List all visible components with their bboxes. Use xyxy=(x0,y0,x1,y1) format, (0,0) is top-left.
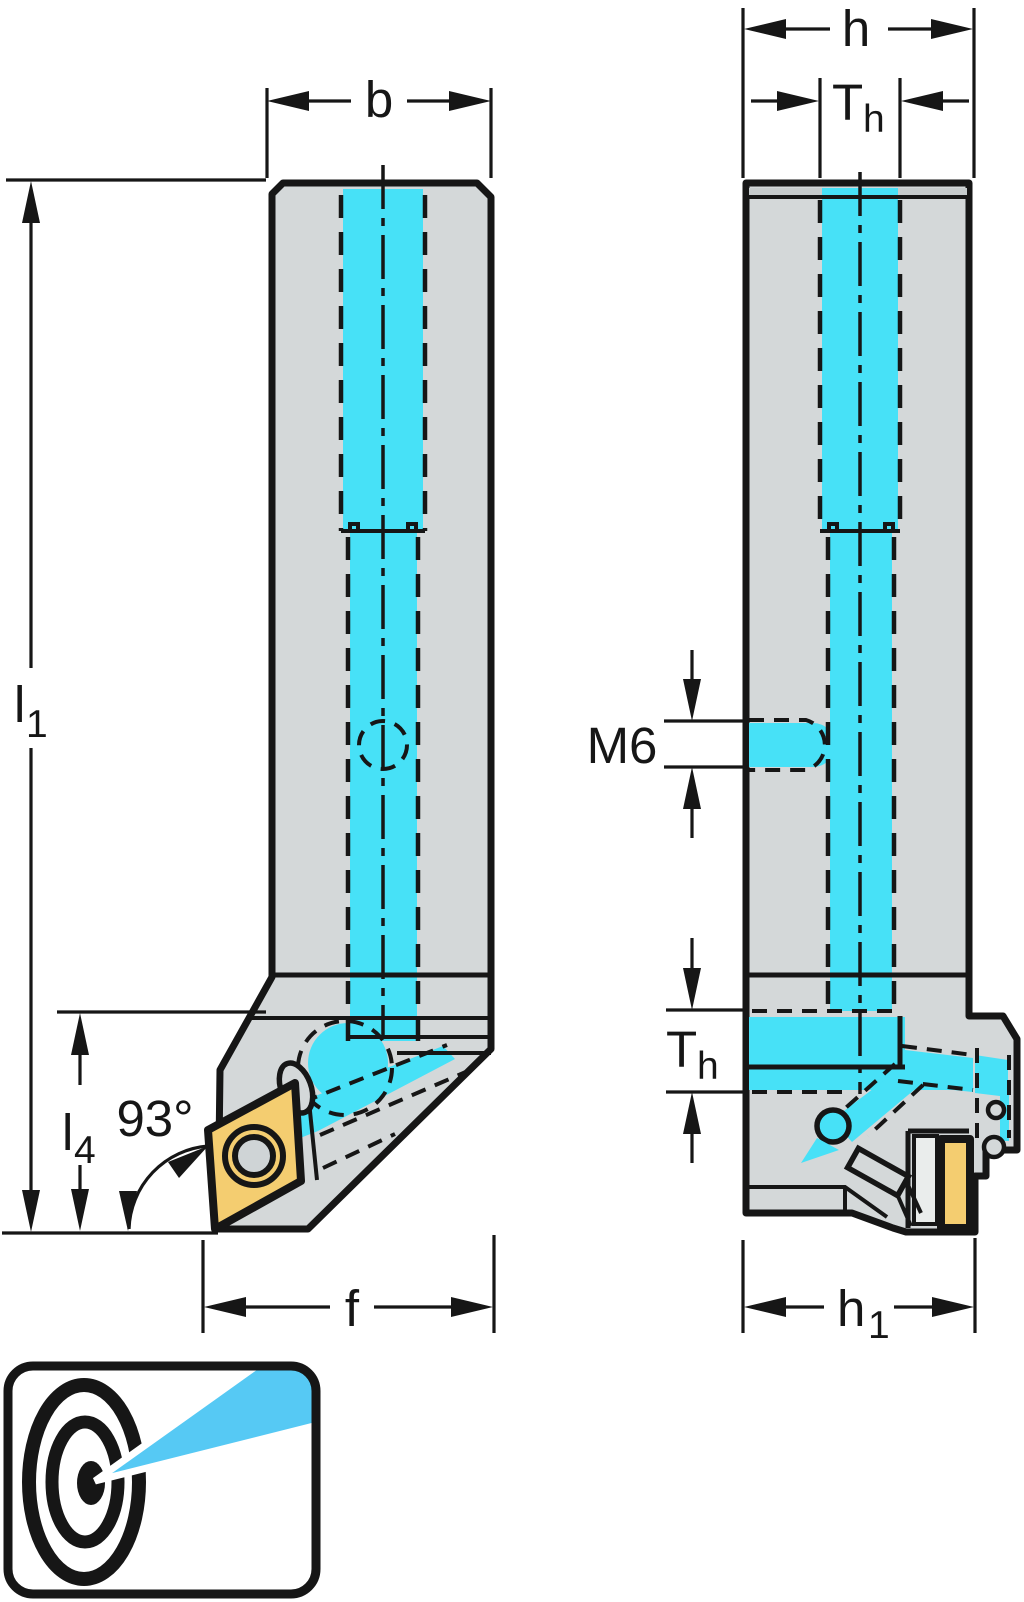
dim-label-th-top: T xyxy=(832,74,863,131)
dim-h1: h 1 xyxy=(741,1238,977,1347)
target-icon xyxy=(22,1378,146,1586)
front-view-hidden-lines xyxy=(296,195,469,1170)
front-view xyxy=(204,165,495,1233)
dim-label-angle: 93° xyxy=(116,1090,193,1147)
dim-h: h xyxy=(741,0,976,178)
dim-label-m6: M6 xyxy=(587,717,658,774)
dim-label-th-side-sub: h xyxy=(697,1045,719,1088)
dim-label-h1: h xyxy=(837,1280,865,1337)
dim-label-l4-sub: 4 xyxy=(74,1129,96,1172)
dim-th-side: T h xyxy=(666,938,745,1163)
side-view-shim xyxy=(912,1134,939,1226)
dim-label-th-side: T xyxy=(666,1021,697,1078)
side-view-insert xyxy=(937,1135,974,1232)
insert-hole-outer xyxy=(222,1124,286,1188)
dim-l4: l 4 xyxy=(57,1010,266,1231)
front-view-inner-edges xyxy=(249,522,491,1181)
dim-label-h: h xyxy=(842,0,870,57)
dim-angle-93: 93° xyxy=(116,1090,209,1231)
precision-coolant-icon xyxy=(3,1361,321,1599)
dim-label-b: b xyxy=(365,71,393,128)
side-view-nozzles xyxy=(981,1099,1007,1160)
icon-border xyxy=(3,1361,321,1599)
dim-b: b xyxy=(265,71,493,178)
coolant-jet-icon xyxy=(92,1366,316,1485)
dim-f: f xyxy=(201,1235,496,1337)
dim-l1: l 1 xyxy=(2,178,266,1235)
dim-label-l1-sub: 1 xyxy=(26,703,48,746)
dim-label-l4: l xyxy=(62,1104,73,1161)
insert-hole-inner xyxy=(232,1134,276,1178)
dim-label-f: f xyxy=(345,1280,360,1337)
side-view xyxy=(742,172,1021,1236)
dim-label-th-top-sub: h xyxy=(863,98,885,141)
side-view-hidden-lines xyxy=(749,200,1011,1138)
front-view-insert xyxy=(204,1079,305,1233)
dim-th-top: T h xyxy=(751,74,969,178)
dim-label-h1-sub: 1 xyxy=(868,1304,890,1347)
side-view-clamp-screw xyxy=(801,1107,923,1227)
dim-label-l1: l xyxy=(14,676,25,733)
dim-m6: M6 xyxy=(587,650,745,838)
